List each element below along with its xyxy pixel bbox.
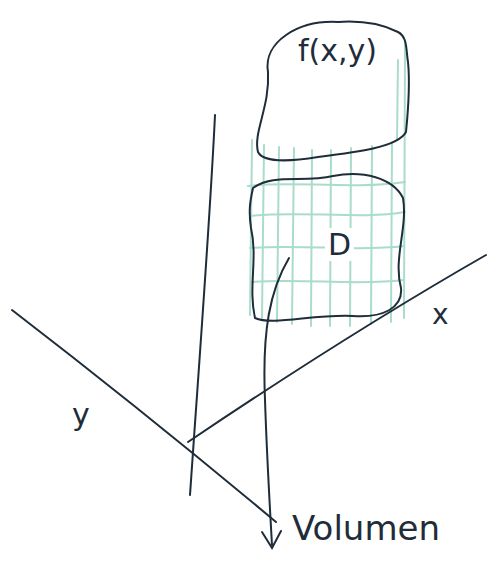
axes: [12, 115, 486, 522]
volume-hatching: [248, 40, 405, 326]
domain-region: D: [243, 168, 411, 328]
function-surface: f(x,y): [248, 12, 413, 167]
volume-arrow: [262, 258, 289, 548]
volume-label: Volumen: [292, 510, 440, 547]
node-text: D: [325, 228, 354, 261]
axis-label: x: [432, 300, 449, 331]
node-text: f(x,y): [298, 34, 377, 67]
axis-label: y: [72, 398, 90, 431]
